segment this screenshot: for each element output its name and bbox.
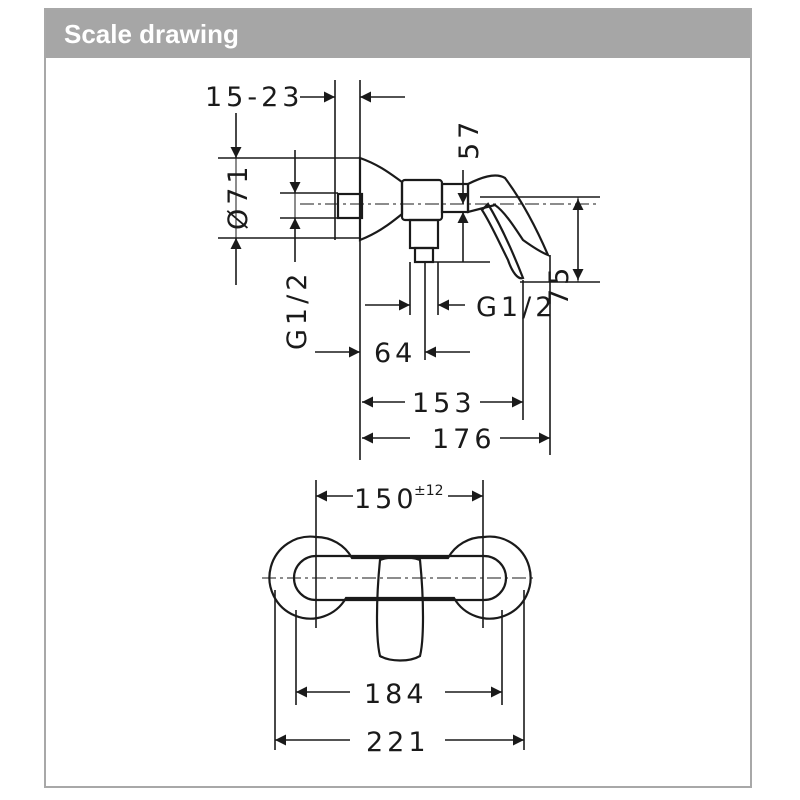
side-view bbox=[218, 80, 600, 460]
dim-length-176: 176 bbox=[432, 424, 496, 455]
dim-thread-left: G1/2 bbox=[282, 270, 313, 350]
dim-height-75: 75 bbox=[544, 264, 575, 306]
dim-length-153: 153 bbox=[412, 388, 476, 419]
dim-height-57: 57 bbox=[454, 118, 485, 160]
panel-header: Scale drawing bbox=[46, 10, 750, 58]
dim-diameter: Ø71 bbox=[223, 162, 254, 230]
mixer-side-body bbox=[336, 156, 551, 280]
front-view bbox=[262, 480, 536, 750]
panel-title: Scale drawing bbox=[64, 19, 239, 49]
dim-thread-right: G1/2 bbox=[476, 292, 556, 323]
scale-drawing-panel: Scale drawing bbox=[44, 8, 752, 788]
dim-centers: 150 bbox=[354, 484, 418, 515]
dim-width-221: 221 bbox=[366, 727, 430, 758]
dim-tolerance: ±12 bbox=[414, 483, 444, 499]
dim-offset-64: 64 bbox=[374, 338, 416, 369]
dim-width-184: 184 bbox=[364, 679, 428, 710]
mixer-front-body bbox=[268, 535, 532, 662]
dim-wall-depth: 15-23 bbox=[205, 82, 303, 113]
